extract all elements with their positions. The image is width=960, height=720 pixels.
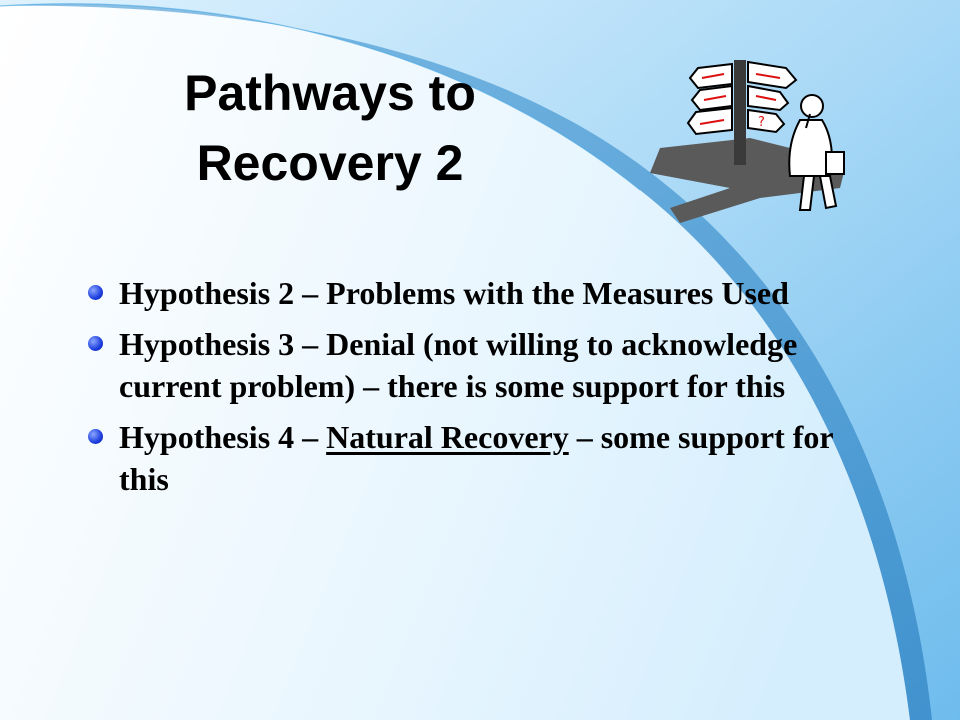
bullet-list: Hypothesis 2 – Problems with the Measure… — [88, 272, 888, 509]
bullet-text-lead: Hypothesis 4 – — [119, 419, 327, 455]
bullet-icon — [88, 285, 103, 300]
slide-title: Pathways to Recovery 2 — [110, 58, 550, 198]
title-line-1: Pathways to — [184, 65, 476, 121]
bullet-text: Hypothesis 3 – Denial (not willing to ac… — [119, 326, 798, 404]
bullet-icon — [88, 336, 103, 351]
bullet-item: Hypothesis 3 – Denial (not willing to ac… — [88, 323, 888, 407]
bullet-item: Hypothesis 4 – Natural Recovery – some s… — [88, 416, 888, 500]
bullet-text-tail: – some support for this — [119, 419, 834, 497]
svg-text:?: ? — [758, 115, 765, 130]
bullet-text: Hypothesis 2 – Problems with the Measure… — [119, 275, 789, 311]
bullet-item: Hypothesis 2 – Problems with the Measure… — [88, 272, 888, 314]
signpost-person-icon: ? — [650, 60, 845, 223]
bullet-text-underlined: Natural Recovery — [326, 419, 569, 455]
title-line-2: Recovery 2 — [196, 135, 464, 191]
bullet-icon — [88, 429, 103, 444]
